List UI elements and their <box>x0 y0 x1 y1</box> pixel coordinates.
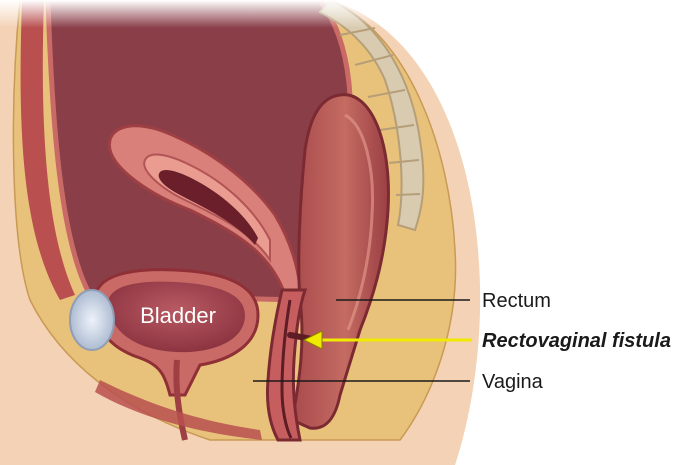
vagina-label: Vagina <box>482 371 544 393</box>
bladder-label: Bladder <box>140 303 216 328</box>
top-fade <box>0 0 685 28</box>
pubic-bone <box>70 290 114 350</box>
rectum-label: Rectum <box>482 290 551 312</box>
fistula-label: Rectovaginal fistula <box>482 330 671 352</box>
